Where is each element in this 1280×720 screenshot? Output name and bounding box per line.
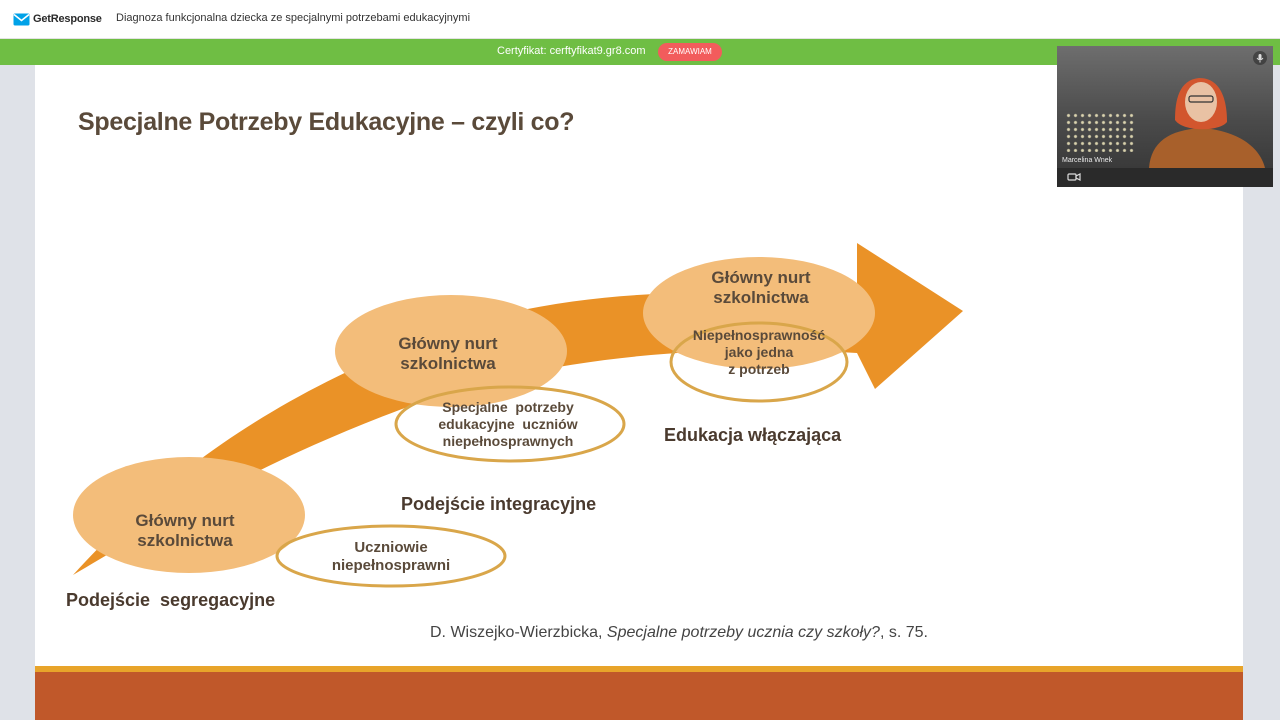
video-frame: Marcelina Wnek <box>1057 46 1273 168</box>
citation-title: Specjalne potrzeby ucznia czy szkoły? <box>607 624 880 641</box>
webinar-title: Diagnoza funkcjonalna dziecka ze specjal… <box>116 12 470 24</box>
certificate-text: Certyfikat: cerftyfikat9.gr8.com <box>497 45 646 57</box>
presenter-video[interactable]: Marcelina Wnek <box>1057 46 1273 187</box>
inner-label-2-line3: niepełnosprawnych <box>413 433 603 450</box>
inner-label-1: Uczniowie niepełnosprawni <box>311 539 471 575</box>
mainstream-label-3: Główny nurt szkolnictwa <box>691 268 831 309</box>
approach-inclusion: Edukacja włączająca <box>664 425 841 446</box>
microphone-icon[interactable] <box>1253 51 1267 65</box>
top-bar: GetResponse Diagnoza funkcjonalna dzieck… <box>0 0 1280 39</box>
mainstream-label-1-line2: szkolnictwa <box>115 531 255 551</box>
getresponse-logo-icon <box>13 13 30 26</box>
inner-label-3-line3: z potrzeb <box>680 361 838 378</box>
approach-segregation: Podejście segregacyjne <box>66 590 275 611</box>
mainstream-label-2-line1: Główny nurt <box>378 334 518 354</box>
mainstream-label-3-line1: Główny nurt <box>691 268 831 288</box>
mainstream-label-2-line2: szkolnictwa <box>378 354 518 374</box>
mainstream-label-1: Główny nurt szkolnictwa <box>115 511 255 552</box>
inner-label-2: Specjalne potrzeby edukacyjne uczniów ni… <box>413 399 603 449</box>
slide-footer-band <box>35 672 1243 720</box>
video-controls <box>1057 168 1273 187</box>
mainstream-label-3-line2: szkolnictwa <box>691 288 831 308</box>
brand-name: GetResponse <box>33 13 102 25</box>
order-button[interactable]: ZAMAWIAM <box>658 43 722 61</box>
camera-icon[interactable] <box>1067 172 1081 182</box>
inner-label-2-line1: Specjalne potrzeby <box>413 399 603 416</box>
citation-page: , s. 75. <box>880 624 928 641</box>
inner-label-2-line2: edukacyjne uczniów <box>413 416 603 433</box>
inner-label-1-line1: Uczniowie <box>311 539 471 557</box>
approach-integration: Podejście integracyjne <box>401 494 596 515</box>
mainstream-label-1-line1: Główny nurt <box>115 511 255 531</box>
participant-name: Marcelina Wnek <box>1062 157 1112 164</box>
citation-author: D. Wiszejko-Wierzbicka, <box>430 624 602 641</box>
presenter-figure <box>1109 60 1269 168</box>
inner-label-1-line2: niepełnosprawni <box>311 557 471 575</box>
inner-label-3-line2: jako jedna <box>680 344 838 361</box>
inner-label-3: Niepełnosprawność jako jedna z potrzeb <box>680 327 838 377</box>
brand-logo[interactable]: GetResponse <box>13 11 102 27</box>
inner-label-3-line1: Niepełnosprawność <box>680 327 838 344</box>
mainstream-label-2: Główny nurt szkolnictwa <box>378 334 518 375</box>
citation: D. Wiszejko-Wierzbicka, Specjalne potrze… <box>430 624 928 642</box>
